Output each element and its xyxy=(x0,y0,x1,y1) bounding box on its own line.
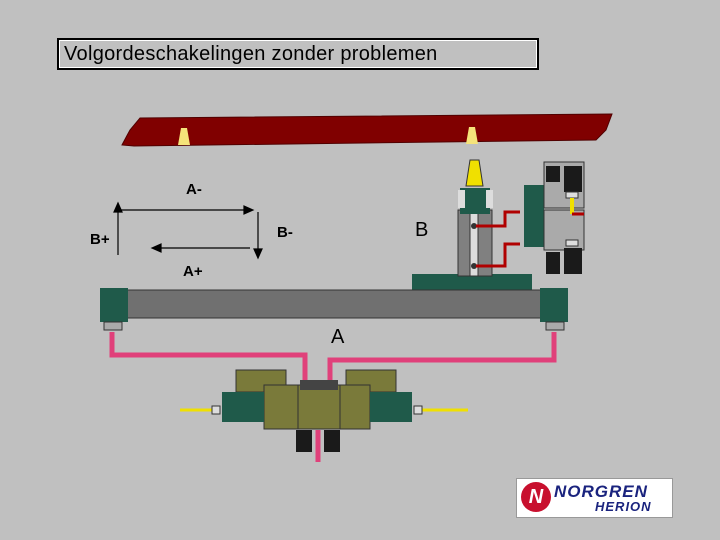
label-a-plus: A+ xyxy=(183,263,203,280)
logo-brand-top: NORGREN xyxy=(554,482,648,501)
label-a-minus: A- xyxy=(186,181,202,198)
label-b-plus: B+ xyxy=(90,231,110,248)
logo-brand-bottom: HERION xyxy=(595,499,652,514)
beam-lamp-left xyxy=(178,128,190,145)
cylinder-b xyxy=(412,159,532,292)
beam xyxy=(121,113,613,147)
page-title: Volgordeschakelingen zonder problemen xyxy=(64,42,438,65)
beam-lamp-right xyxy=(466,127,478,144)
label-a: A xyxy=(331,326,345,348)
valve-b xyxy=(524,161,585,274)
title-box: Volgordeschakelingen zonder problemen xyxy=(57,38,539,70)
label-b-minus: B- xyxy=(277,224,293,241)
norgren-n-icon: N xyxy=(521,482,551,512)
valve-a xyxy=(180,369,468,452)
cylinder-a xyxy=(100,288,568,331)
pink-tubes xyxy=(109,332,557,462)
label-b: B xyxy=(415,219,429,241)
sequence-diagram xyxy=(113,201,263,260)
norgren-herion-logo: N NORGREN HERION xyxy=(516,478,673,518)
